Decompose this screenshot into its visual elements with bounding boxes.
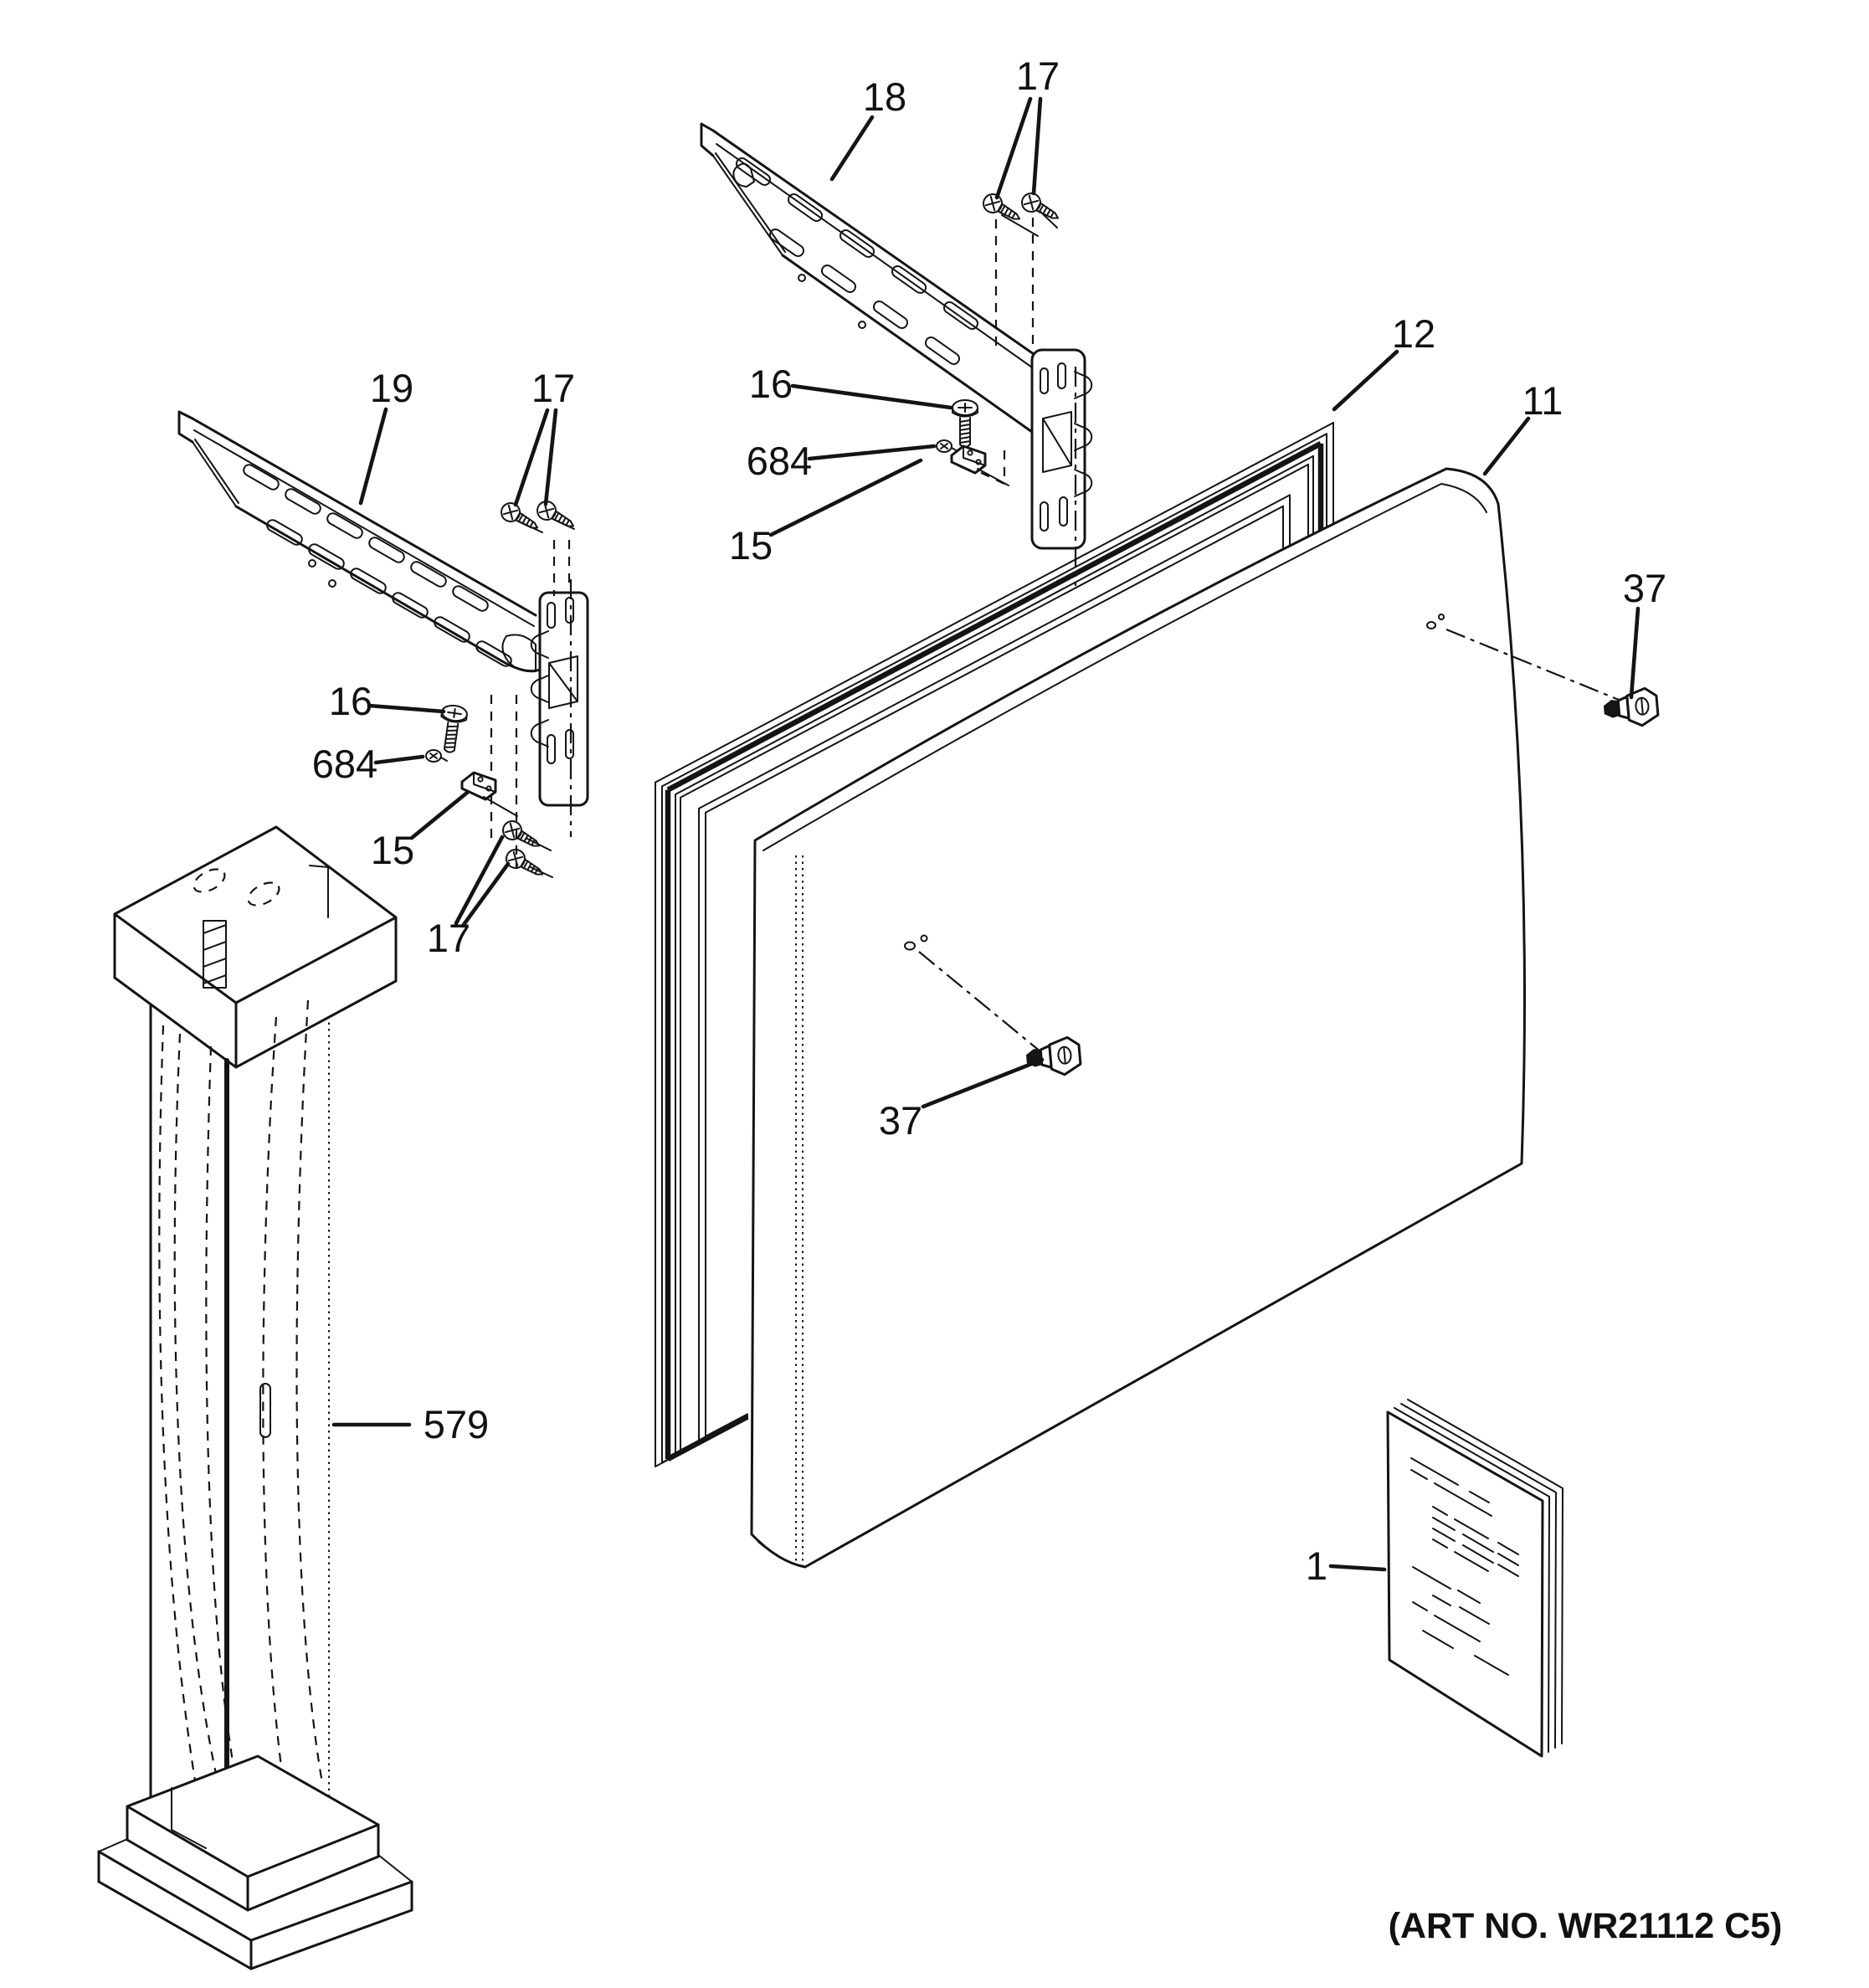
callout-684-right: 684 bbox=[747, 439, 812, 483]
callout-17-top: 17 bbox=[1016, 54, 1060, 98]
nut-684-left bbox=[425, 749, 448, 763]
callout-17-left: 17 bbox=[531, 366, 575, 410]
owners-manual bbox=[1386, 1399, 1563, 1758]
callout-12: 12 bbox=[1392, 311, 1435, 356]
callout-37-center: 37 bbox=[879, 1098, 922, 1143]
left-mounting-bracket bbox=[177, 410, 589, 869]
screw-16-right bbox=[952, 399, 978, 448]
manual-text-lines bbox=[1410, 1457, 1519, 1676]
art-number: (ART NO. WR21112 C5) bbox=[1389, 1906, 1783, 1946]
freezer-door bbox=[750, 467, 1620, 1569]
callout-16-right: 16 bbox=[749, 362, 793, 406]
callout-18: 18 bbox=[863, 74, 906, 119]
mullion-assembly bbox=[97, 825, 413, 1970]
top-bracket-screws bbox=[978, 188, 1064, 352]
door-gasket bbox=[655, 422, 1334, 1467]
left-bracket-screws bbox=[496, 496, 579, 596]
callout-684-left: 684 bbox=[312, 742, 377, 786]
nut-684-right bbox=[936, 439, 958, 453]
left-lower-screws bbox=[498, 816, 553, 884]
top-mounting-bracket bbox=[700, 122, 1093, 586]
clip-15-left bbox=[460, 771, 518, 817]
callout-11: 11 bbox=[1522, 378, 1563, 423]
callout-19: 19 bbox=[370, 366, 413, 410]
callout-17-lower: 17 bbox=[427, 916, 470, 960]
callout-579: 579 bbox=[424, 1402, 489, 1446]
clip-15-right bbox=[950, 444, 1009, 486]
callout-15-left: 15 bbox=[371, 828, 414, 872]
leader-lines bbox=[331, 96, 1641, 1572]
callout-1: 1 bbox=[1306, 1544, 1327, 1588]
callout-16-left: 16 bbox=[329, 679, 372, 723]
callout-15-right: 15 bbox=[729, 523, 773, 568]
callout-37-right: 37 bbox=[1623, 566, 1666, 610]
